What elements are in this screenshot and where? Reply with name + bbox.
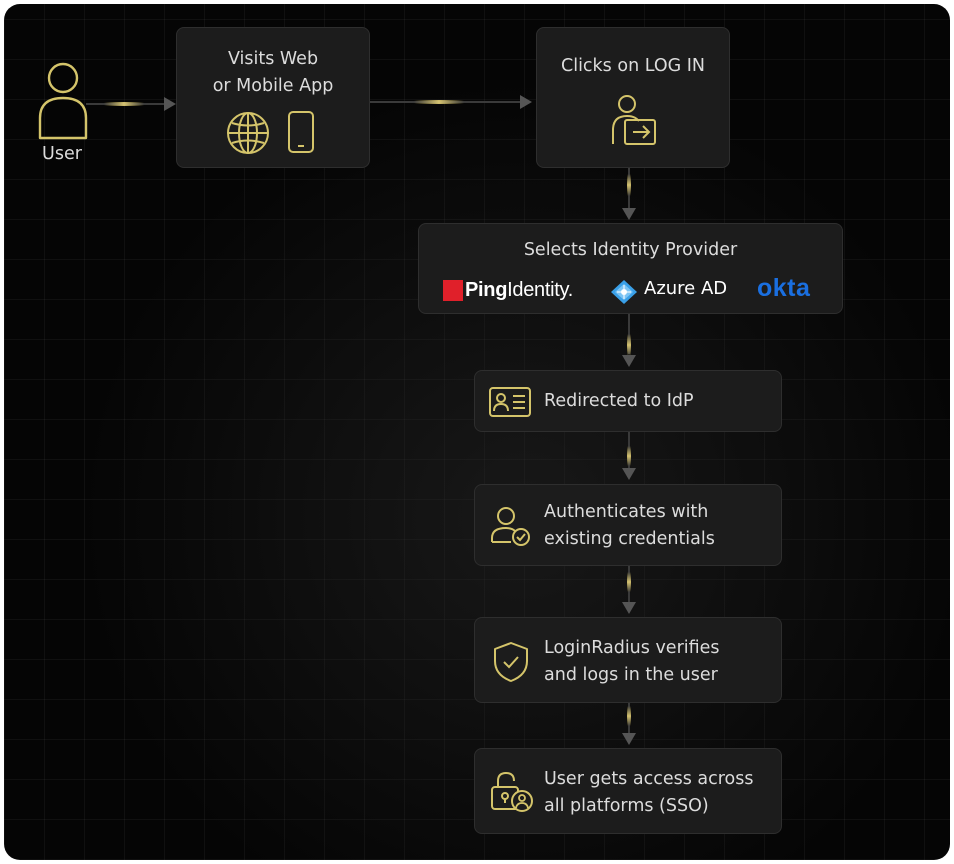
shield-check-icon	[494, 642, 528, 682]
diagram-canvas: User Visits Web or Mobile App Clicks on …	[4, 4, 950, 860]
step-auth-line2: existing credentials	[544, 529, 715, 549]
arrow-down	[622, 355, 636, 367]
step-login-card: Clicks on LOG IN	[536, 27, 730, 168]
connector-glow	[627, 706, 631, 726]
step-redirect-text: Redirected to IdP	[544, 391, 694, 411]
mobile-phone-icon	[288, 111, 314, 153]
azure-ad-label: Azure AD	[644, 278, 728, 299]
user-icon	[38, 62, 88, 140]
step-login-title: Clicks on LOG IN	[560, 56, 706, 76]
arrow-down	[622, 468, 636, 480]
connector-glow	[627, 334, 631, 356]
step-access-line2: all platforms (SSO)	[544, 796, 709, 816]
step-idp-title: Selects Identity Provider	[523, 240, 738, 260]
ping-identity-logo: Ping Identity.	[443, 278, 573, 302]
user-check-icon	[491, 507, 530, 546]
ping-rest-text: Identity.	[507, 278, 573, 301]
step-idp-card: Selects Identity Provider Ping Identity.…	[418, 223, 843, 314]
step-access-card: User gets access across all platforms (S…	[474, 748, 782, 834]
ping-red-square	[443, 279, 463, 301]
connector-glow	[627, 174, 631, 196]
arrow-down	[622, 733, 636, 745]
arrow-right	[164, 97, 176, 111]
connector-glow	[104, 102, 144, 106]
id-card-icon	[489, 387, 531, 417]
step-visit-line1: Visits Web	[227, 49, 319, 69]
arrow-down	[622, 208, 636, 220]
okta-logo: okta	[757, 274, 811, 302]
connector-glow	[627, 572, 631, 592]
unlock-user-icon	[491, 771, 533, 812]
arrow-right	[520, 95, 532, 109]
step-auth-card: Authenticates with existing credentials	[474, 484, 782, 566]
step-auth-line1: Authenticates with	[544, 502, 709, 522]
step-access-line1: User gets access across	[544, 769, 754, 789]
step-redirect-card: Redirected to IdP	[474, 370, 782, 432]
connector-glow	[627, 446, 631, 466]
step-verify-line1: LoginRadius verifies	[544, 638, 720, 658]
ping-bold-text: Ping	[465, 278, 508, 301]
user-label: User	[42, 144, 82, 164]
globe-icon	[227, 112, 269, 154]
azure-ad-icon	[611, 280, 637, 304]
arrow-down	[622, 602, 636, 614]
connector-glow	[414, 100, 464, 104]
step-visit-line2: or Mobile App	[212, 76, 334, 96]
user-login-icon	[612, 95, 656, 145]
step-verify-card: LoginRadius verifies and logs in the use…	[474, 617, 782, 703]
step-verify-line2: and logs in the user	[544, 665, 718, 685]
step-visit-card: Visits Web or Mobile App	[176, 27, 370, 168]
